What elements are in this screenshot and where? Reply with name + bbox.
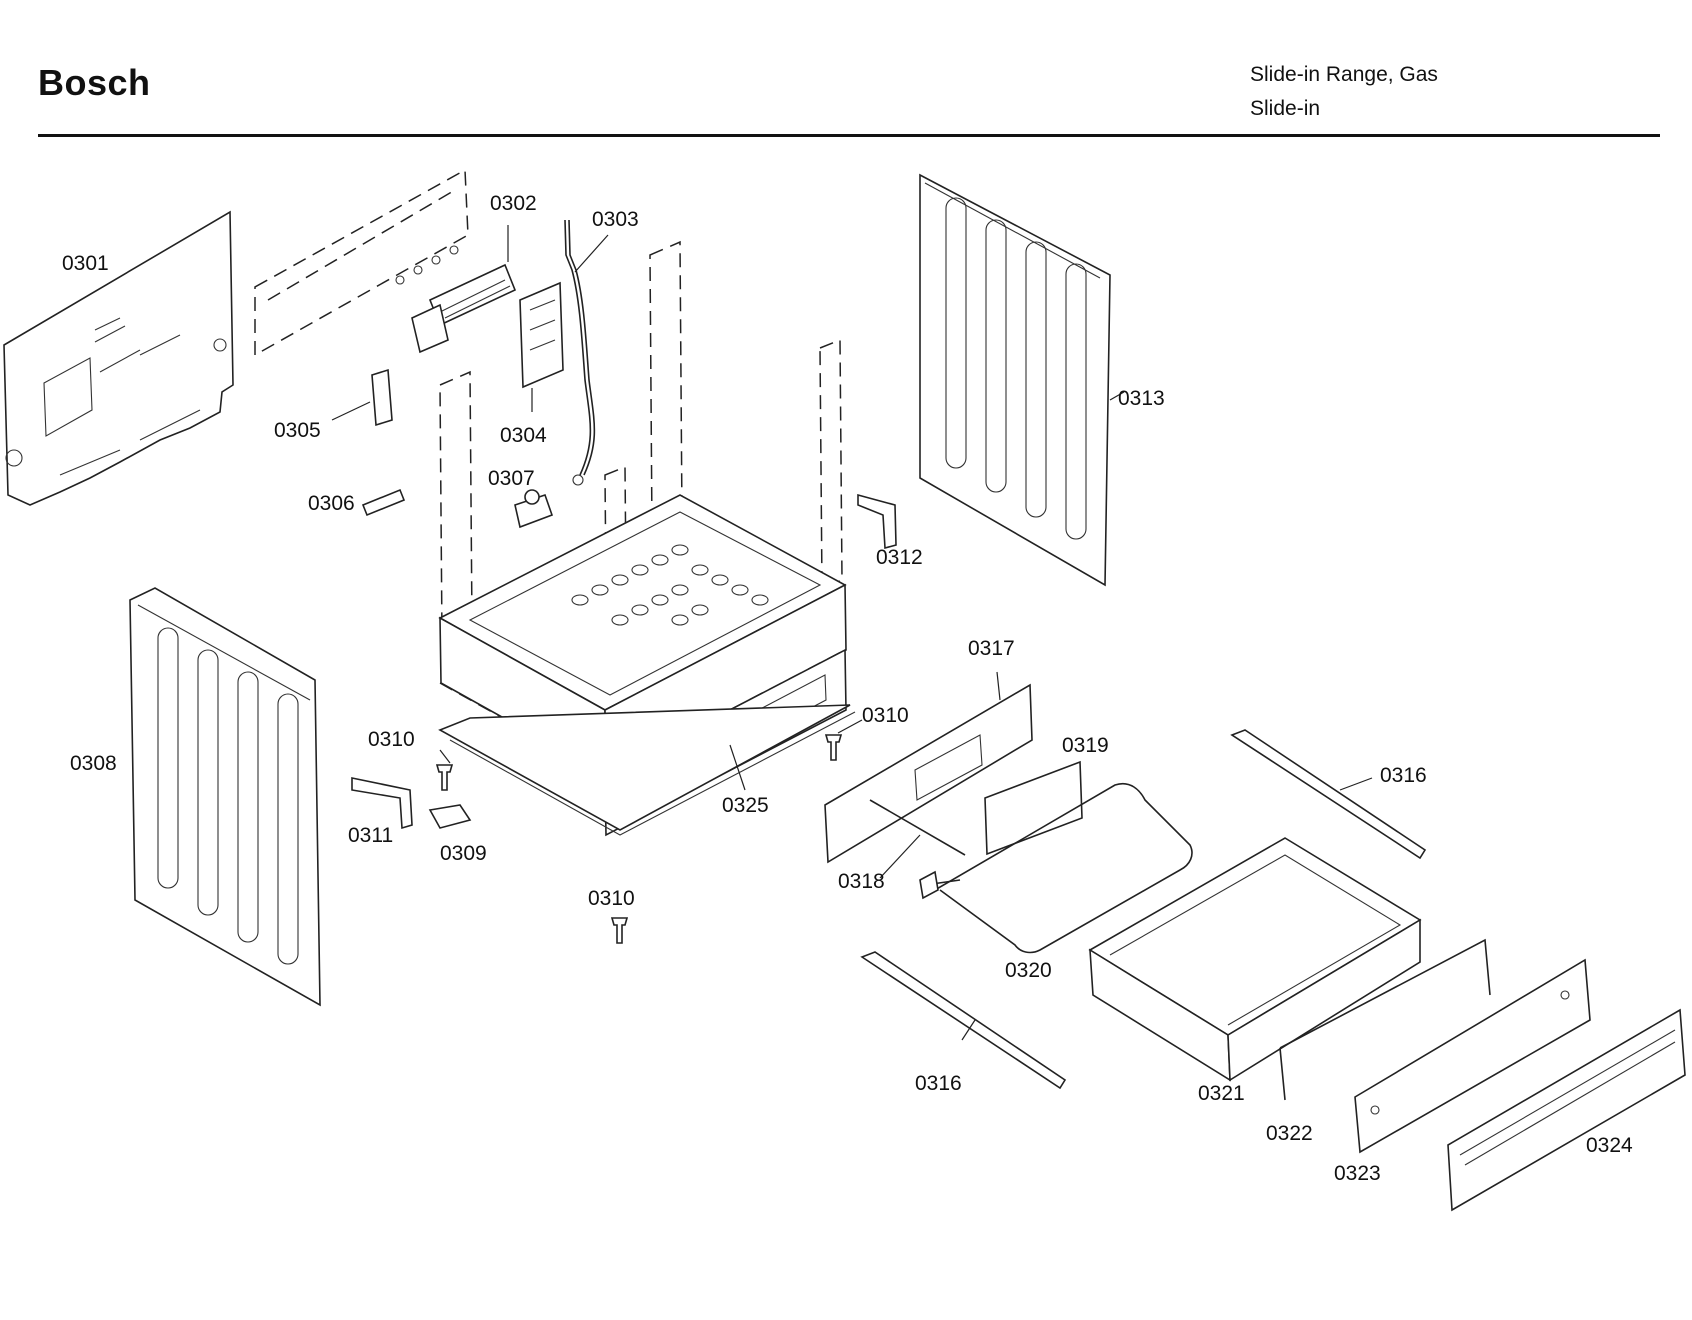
callout-labels: 0301 0302 0303 0304 0305 0306 0307 0308 … [62, 192, 1633, 1185]
callout-0302: 0302 [490, 192, 537, 215]
callout-0301: 0301 [62, 252, 109, 275]
callout-0310-right: 0310 [862, 704, 909, 727]
part-0305-switch [331, 368, 393, 427]
part-0303-gas-tube [564, 219, 609, 486]
part-0301-rear-panel [3, 210, 234, 506]
brand-title: Bosch [38, 62, 151, 103]
callout-0310-left: 0310 [368, 728, 415, 751]
part-0324-drawer-front [1447, 1008, 1686, 1212]
callout-0322: 0322 [1266, 1122, 1313, 1145]
part-0317-panel [824, 671, 1033, 864]
callout-0316-right: 0316 [1380, 764, 1427, 787]
callout-0321: 0321 [1198, 1082, 1245, 1105]
callout-0311: 0311 [348, 824, 393, 847]
part-0307-valve [514, 489, 554, 529]
part-0308-left-side-panel [129, 587, 321, 1007]
part-0310-screws [435, 719, 863, 944]
callout-0308: 0308 [70, 752, 117, 775]
part-0323-inner-front [1354, 958, 1591, 1154]
part-0322-gasket [1279, 938, 1491, 1101]
part-0311-bracket [351, 777, 413, 830]
callout-0303: 0303 [592, 208, 639, 231]
product-type: Slide-in Range, Gas [1250, 63, 1438, 86]
callout-0313: 0313 [1118, 387, 1165, 410]
callout-0324: 0324 [1586, 1134, 1633, 1157]
part-0309-clip [428, 804, 472, 829]
part-0312-bracket [857, 493, 897, 550]
part-0320-bake-element [919, 782, 1193, 954]
callout-0317: 0317 [968, 637, 1015, 660]
part-0316-drawer-slide-left [860, 951, 1067, 1090]
callout-0304: 0304 [500, 424, 547, 447]
part-0304-control-board [519, 281, 564, 412]
callout-0312: 0312 [876, 546, 923, 569]
part-0313-right-side-panel [919, 173, 1111, 587]
part-0321-drawer-box [1088, 837, 1422, 1082]
callout-0305: 0305 [274, 419, 321, 442]
callout-0323: 0323 [1334, 1162, 1381, 1185]
callout-0316-left: 0316 [915, 1072, 962, 1095]
callout-0320: 0320 [1005, 959, 1052, 982]
part-0318-wire [869, 799, 966, 879]
callout-0310-bottom: 0310 [588, 887, 635, 910]
part-0316-drawer-slide-right [1230, 729, 1427, 860]
callout-0307: 0307 [488, 467, 535, 490]
callout-0319: 0319 [1062, 734, 1109, 757]
header-rule [38, 134, 1660, 137]
callout-0318: 0318 [838, 870, 885, 893]
part-0325-base-tray [438, 704, 856, 836]
callout-0309: 0309 [440, 842, 487, 865]
part-0302-fan-bracket [254, 168, 517, 357]
part-0306-terminal-block [361, 488, 406, 517]
product-subtype: Slide-in [1250, 97, 1321, 120]
callout-0306: 0306 [308, 492, 355, 515]
callout-0325: 0325 [722, 794, 769, 817]
part-0319-cover-plate [984, 760, 1083, 856]
